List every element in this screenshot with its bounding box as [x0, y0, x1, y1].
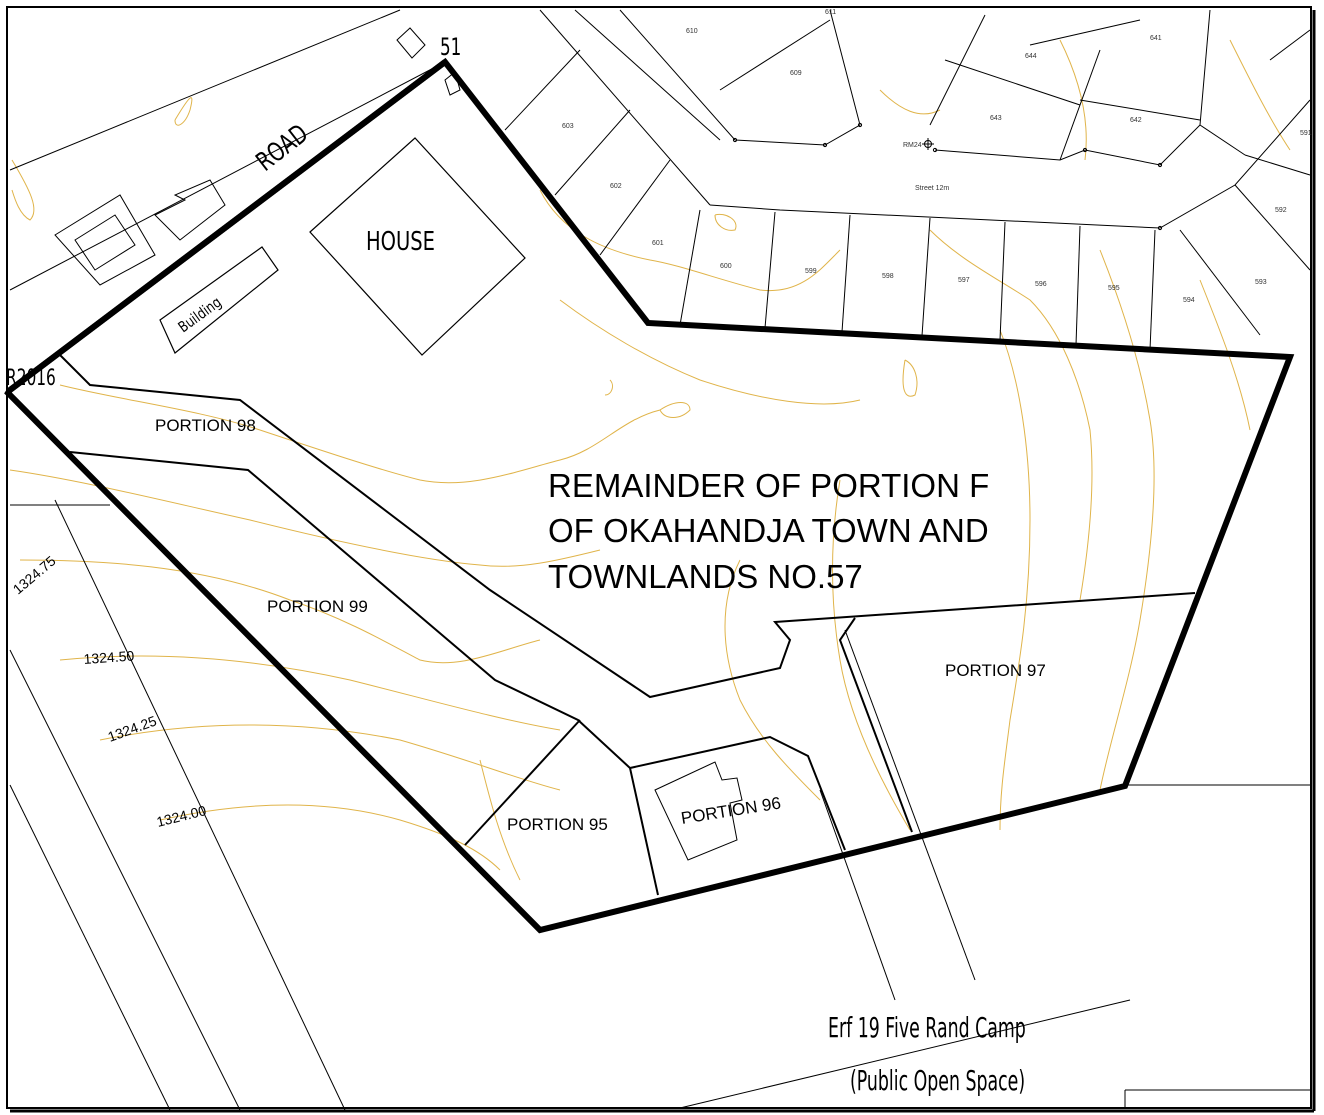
portion-96-label: PORTION 96	[680, 793, 783, 828]
portion-boundaries	[59, 354, 1196, 896]
erf-number: 642	[1130, 117, 1142, 124]
public-open-space-label: (Public Open Space)	[850, 1065, 1025, 1097]
erf-number: 610	[686, 28, 698, 35]
erf-number: 644	[1025, 53, 1037, 60]
portion-97-label: PORTION 97	[945, 661, 1046, 680]
main-boundary	[4, 57, 1295, 934]
main-title-line1: REMAINDER OF PORTION F	[548, 467, 989, 504]
building-label: Building	[175, 294, 225, 337]
erf-number: 643	[990, 115, 1002, 122]
erf-number: 592	[1275, 207, 1287, 214]
house-outline	[309, 137, 526, 356]
erf-number: 598	[882, 273, 894, 280]
erf-number: 600	[720, 263, 732, 270]
erf-grid	[504, 9, 1311, 351]
portion-98-label: PORTION 98	[155, 416, 256, 435]
contour-label: 1324.50	[83, 647, 135, 667]
erf-number: 593	[1255, 279, 1267, 286]
boundary-edge-road	[8, 59, 447, 393]
erf-number: 597	[958, 277, 970, 284]
erf-number: 603	[562, 123, 574, 130]
contour-lines	[9, 39, 1291, 881]
map-frame	[6, 6, 1312, 1109]
erf-number: 602	[610, 183, 622, 190]
erf-number: 595	[1108, 285, 1120, 292]
portion-95-label: PORTION 95	[507, 815, 608, 834]
portion-99-label: PORTION 99	[267, 597, 368, 616]
erf-number: 596	[1035, 281, 1047, 288]
road-buildings	[54, 27, 461, 286]
boundary-point-label: 51	[440, 33, 461, 61]
erf-number: 594	[1183, 297, 1195, 304]
erf-number: 611	[825, 9, 836, 16]
contour-label: 1324.00	[155, 802, 208, 830]
contour-label: 1324.25	[106, 712, 159, 744]
erf-number-labels: 611 610 609 641 644 643 642 603 602 601 …	[562, 9, 1312, 304]
main-title-line2: OF OKAHANDJA TOWN AND	[548, 512, 989, 549]
erf-number: 599	[805, 268, 817, 275]
benchmark-label: RM24	[903, 142, 922, 149]
erf-number: 601	[652, 240, 664, 247]
erf-19-label: Erf 19 Five Rand Camp	[828, 1012, 1026, 1044]
building-outline	[159, 246, 279, 354]
main-title-line3: TOWNLANDS NO.57	[548, 558, 863, 595]
erf-number: 591	[1300, 130, 1312, 137]
street-label: Street 12m	[915, 185, 949, 192]
contour-label: 1324.75	[10, 552, 59, 597]
benchmark-icon	[922, 138, 934, 150]
ref-code-label: R2016	[6, 365, 56, 390]
erf-number: 641	[1150, 35, 1162, 42]
erf-number: 609	[790, 70, 802, 77]
portion-96-building	[654, 761, 743, 861]
house-label: HOUSE	[366, 227, 435, 256]
